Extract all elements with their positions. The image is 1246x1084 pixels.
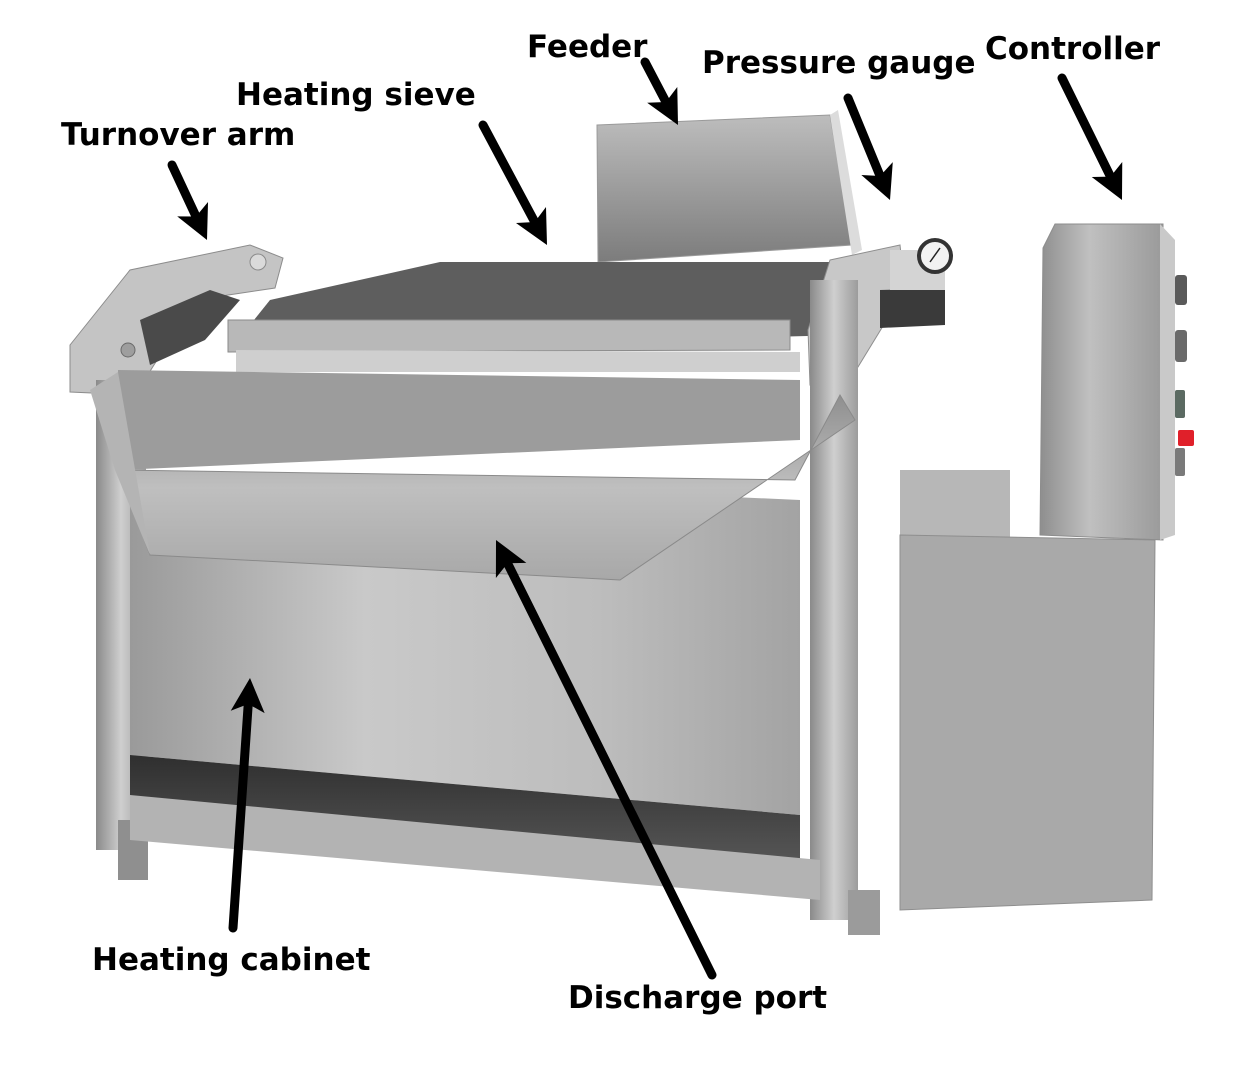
arrow-feeder <box>640 57 670 105</box>
arrowhead-controller-icon <box>1091 161 1123 200</box>
pointer-arrows <box>167 57 1123 980</box>
controller-switch-icon <box>1175 448 1185 476</box>
label-heating-cabinet: Heating cabinet <box>92 942 371 978</box>
arrowhead-feeder-icon <box>647 86 678 125</box>
turnover-arm-left <box>69 244 284 396</box>
label-heating-sieve: Heating sieve <box>236 77 476 113</box>
label-feeder: Feeder <box>527 29 648 65</box>
label-controller: Controller <box>985 31 1161 67</box>
arrowhead-turnover-arm-icon <box>177 202 209 240</box>
emergency-stop-button-icon <box>1178 430 1194 446</box>
arrow-heating-sieve <box>478 120 539 225</box>
controller-indicator-icon <box>1175 390 1185 418</box>
arrow-controller <box>1057 73 1115 180</box>
arrow-heating-cabinet <box>228 701 253 933</box>
side-cabinet <box>848 470 1156 935</box>
arrowhead-pressure-gauge-icon <box>861 162 893 200</box>
feeder <box>596 110 862 263</box>
controller <box>1039 223 1194 541</box>
label-discharge-port: Discharge port <box>568 980 828 1016</box>
pressure-gauge <box>917 238 953 274</box>
heating-sieve <box>227 262 850 372</box>
label-pressure-gauge: Pressure gauge <box>702 45 976 81</box>
arrow-discharge-port <box>503 560 717 980</box>
discharge-port <box>90 370 856 581</box>
arrow-turnover-arm <box>167 160 200 220</box>
label-turnover-arm: Turnover arm <box>61 117 296 153</box>
controller-knob-icon <box>1175 275 1187 305</box>
arrowhead-discharge-port-icon <box>495 540 527 579</box>
arrow-pressure-gauge <box>843 93 884 179</box>
arrowhead-heating-cabinet-icon <box>230 678 265 714</box>
arrowhead-heating-sieve-icon <box>516 207 547 245</box>
controller-switch-icon <box>1175 330 1187 362</box>
